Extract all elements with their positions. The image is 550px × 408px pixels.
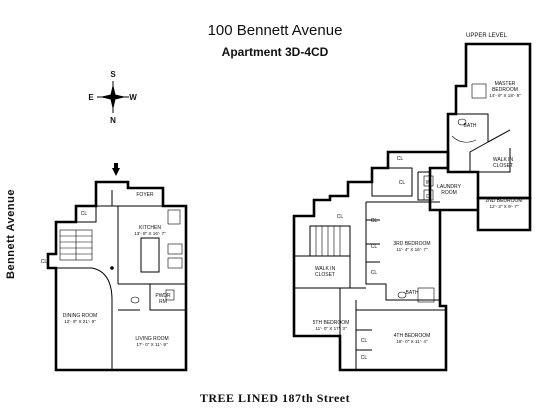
closet-label: CL	[41, 259, 48, 265]
room-dining-dims: 12'- 9" X 21'- 9"	[64, 319, 96, 324]
room-fourth-bedroom-dims: 18'- 0" X 11'- 4"	[396, 339, 428, 344]
room-master-bath-label: BATH	[464, 123, 477, 129]
compass-icon: S N E W	[88, 70, 137, 125]
room-walkin-closet-label: WALK IN	[315, 266, 336, 272]
closet-label: CL	[361, 355, 368, 361]
room-kitchen-dims: 13'- 8" X 16'- 7"	[134, 231, 166, 236]
compass-east: E	[88, 93, 94, 102]
room-fifth-bedroom-label: 5TH BEDROOM	[313, 320, 350, 326]
closet-label: CL	[337, 214, 344, 220]
compass-north: N	[110, 116, 116, 125]
room-dining-label: DINING ROOM	[63, 313, 97, 319]
room-second-bedroom-label: 2ND BEDROOM	[485, 198, 522, 204]
room-third-bedroom-label: 3RD BEDROOM	[393, 241, 430, 247]
closet-label: CL	[397, 156, 404, 162]
closet-label: CL	[371, 270, 378, 276]
compass-west: W	[129, 93, 137, 102]
room-living-dims: 17'- 0" X 11'- 9"	[136, 342, 168, 347]
room-kitchen-label: KITCHEN	[139, 225, 161, 231]
room-master-label: MASTER	[495, 81, 516, 87]
plan-title: 100 Bennett Avenue	[207, 22, 343, 39]
room-powder-label: PWDR	[155, 293, 171, 299]
lower-level-walls	[46, 163, 188, 372]
apartment-subtitle: Apartment 3D-4CD	[221, 45, 329, 59]
upper-level-label: UPPER LEVEL	[466, 33, 508, 39]
closet-label: CL	[361, 338, 368, 344]
room-foyer-label: FOYER	[136, 192, 154, 198]
compass-south: S	[110, 70, 116, 79]
street-label: TREE LINED 187th Street	[199, 391, 351, 405]
room-second-bedroom-dims: 12'- 3" X 9'- 7"	[489, 204, 518, 209]
closet-label: CL	[371, 218, 378, 224]
upper-level-walls	[292, 42, 532, 372]
room-walkin-closet-label-2: CLOSET	[315, 272, 335, 278]
closet-label: CL	[81, 211, 88, 217]
room-bath-label: BATH	[406, 290, 419, 296]
room-master-walkin-label-2: CLOSET	[493, 163, 513, 169]
room-fifth-bedroom-dims: 11'- 0" X 17'- 3"	[315, 326, 347, 331]
room-living-label: LIVING ROOM	[135, 336, 168, 342]
room-master-label-2: BEDROOM	[492, 87, 518, 93]
dryer-label: D	[426, 194, 430, 200]
room-third-bedroom-dims: 11'- 4" X 16'- 7"	[396, 247, 428, 252]
room-fourth-bedroom-label: 4TH BEDROOM	[394, 333, 431, 339]
washer-label: W	[426, 180, 431, 186]
room-master-walkin-label: WALK IN	[493, 157, 514, 163]
closet-label: CL	[399, 180, 406, 186]
room-master-dims: 14'- 9" X 18'- 9"	[489, 93, 521, 98]
room-powder-label-2: RM	[159, 299, 167, 305]
room-laundry-label-2: ROOM	[441, 190, 457, 196]
room-laundry-label: LAUNDRY	[437, 184, 461, 190]
closet-label: CL	[371, 244, 378, 250]
